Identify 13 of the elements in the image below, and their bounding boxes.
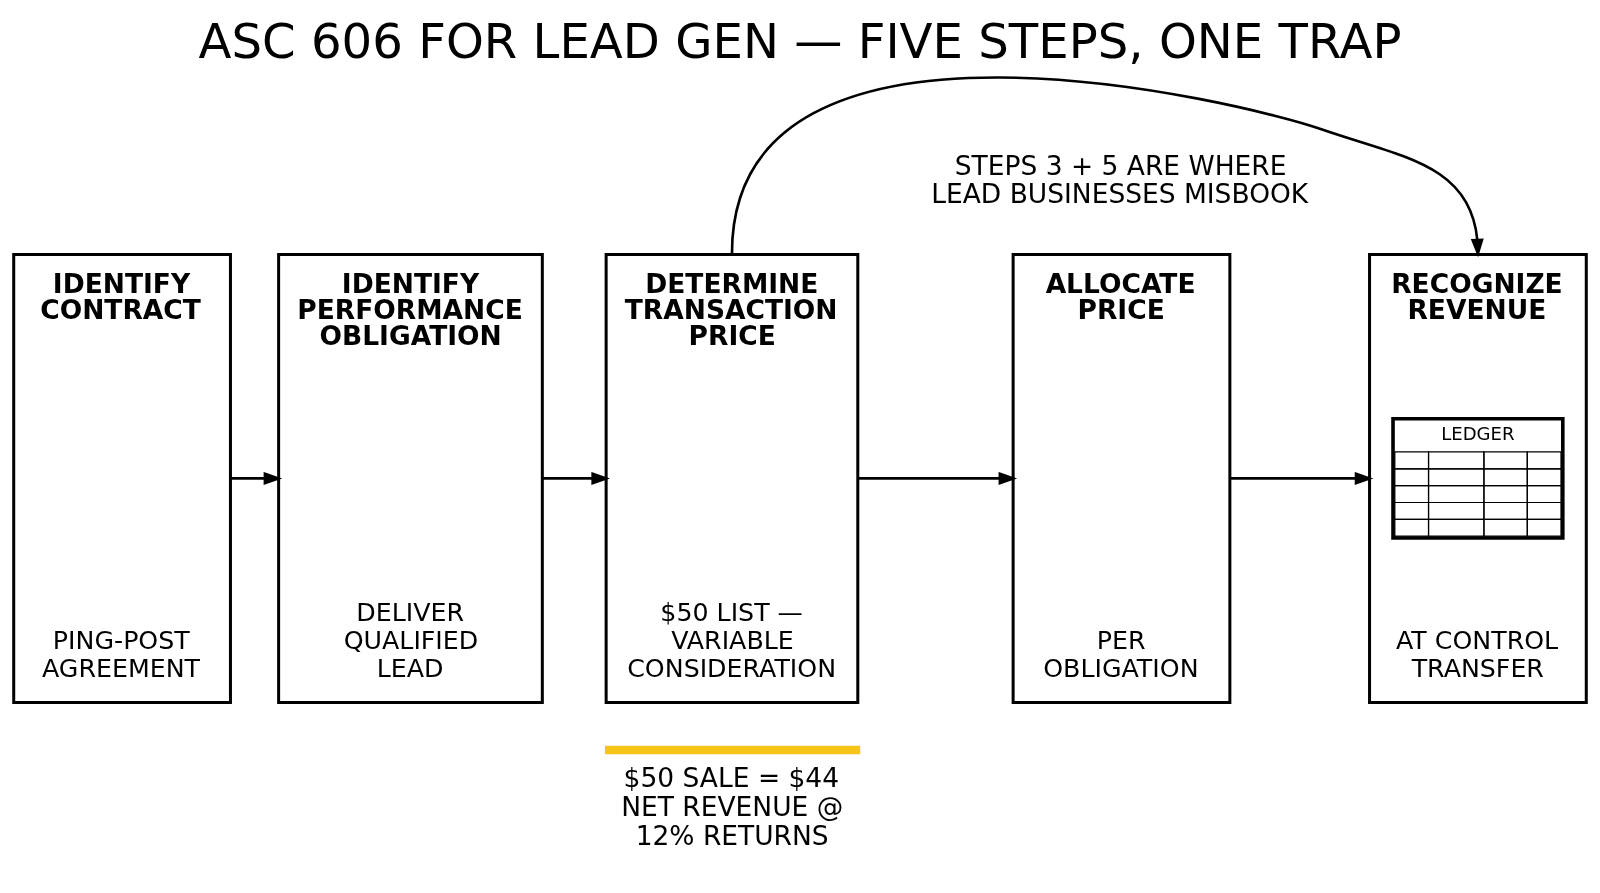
node-box: ALLOCATE PRICE PER OBLIGATION: [1011, 252, 1232, 704]
node-box: IDENTIFY CONTRACT PING-POST AGREEMENT: [12, 252, 232, 704]
node-box: IDENTIFY PERFORMANCE OBLIGATION DELIVER QUALIFIED LEAD: [277, 252, 544, 704]
node-box: DETERMINE TRANSACTION PRICE $50 LIST — VARIABLE CONSIDERATION: [604, 252, 860, 704]
label: STEPS 3 + 5 ARE WHERE LEAD BUSINESSES MISBOOK: [931, 149, 1309, 210]
diagram-title: ASC 606 FOR LEAD GEN — FIVE STEPS, ONE TRAP: [198, 13, 1402, 70]
node-label: $50 SALE = $44 NET REVENUE @ 12% RETURNS: [621, 762, 844, 852]
arrow: [230, 471, 283, 485]
node-box: RECOGNIZE REVENUE LEDGER AT CONTROL TRANSFER: [1368, 252, 1588, 704]
arrow: [1229, 471, 1374, 485]
arrow: [858, 471, 1018, 485]
arrow: [730, 76, 1484, 258]
arrow: [542, 471, 610, 485]
